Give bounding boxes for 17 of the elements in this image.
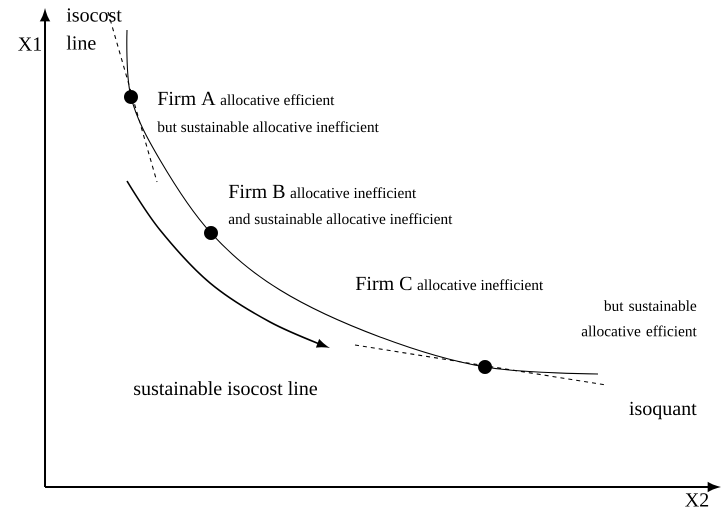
curve-label: isoquant [629,402,697,420]
point-marker [124,90,138,104]
annotation-text: allocative efficient [220,94,334,106]
point-marker [478,360,492,374]
annotation-text: but sustainable allocative inefficient [157,121,379,132]
curve-label: sustainable isocost line [134,381,317,396]
axis-label: X1 [18,37,42,51]
curve-label: isocost line [66,8,122,50]
annotation-text: allocative inefficient [290,187,416,198]
annotation-text: and sustainable allocative inefficient [228,213,452,224]
axis-label: X2 [685,493,708,506]
firm-label: Firm C [356,276,412,290]
annotation-text: allocative inefficient [418,279,544,290]
firm-label: Firm B [228,184,285,198]
firm-label: Firm A [158,92,216,105]
point-marker [204,226,218,240]
annotation-text: but sustainable allocative efficient [582,300,697,336]
